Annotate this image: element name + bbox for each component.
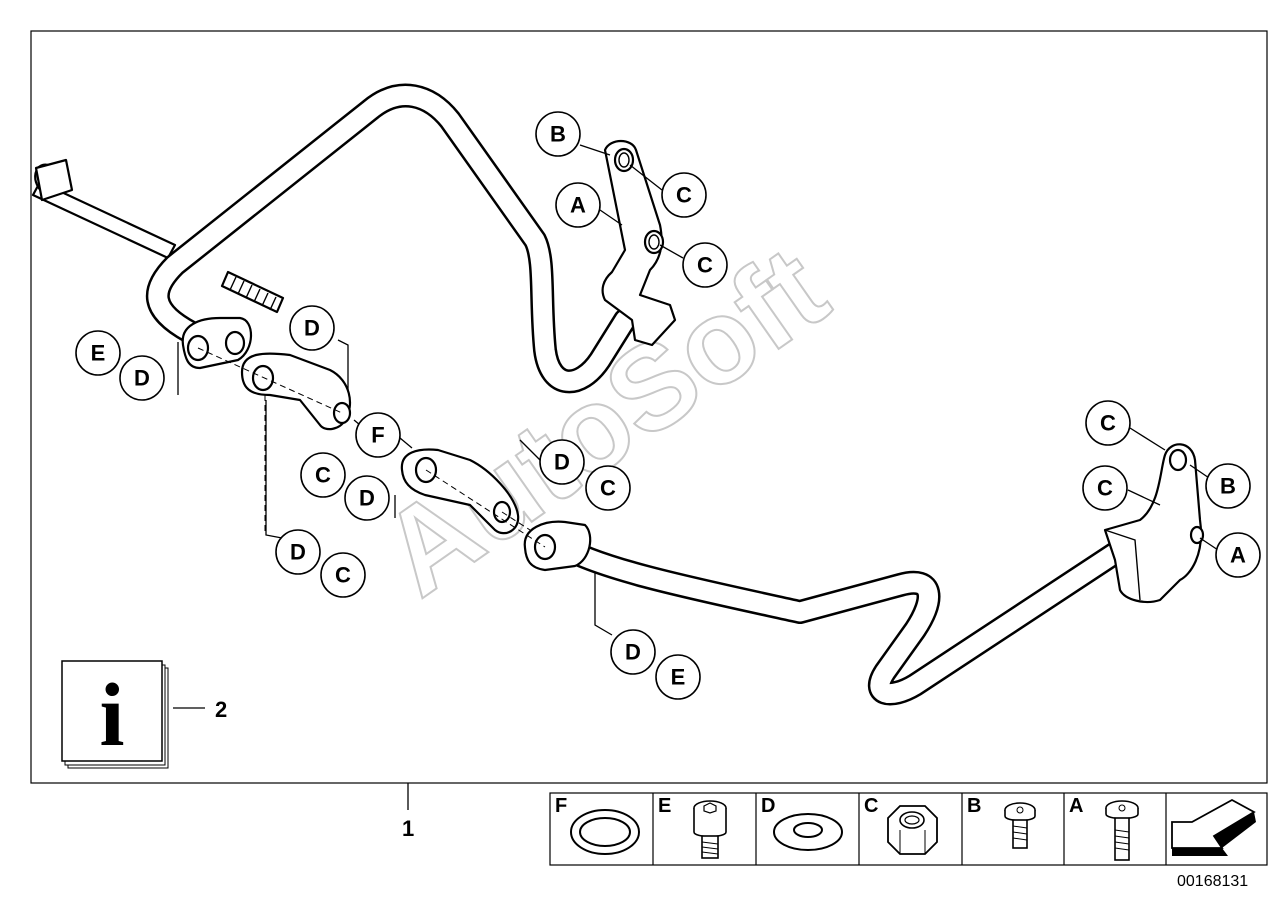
callout-c-mid-right: C	[585, 465, 631, 511]
part-number-info: 2	[215, 697, 227, 722]
callout-e-lower: E	[655, 654, 701, 700]
svg-text:i: i	[99, 666, 124, 765]
callout-c-right-mid: C	[1082, 465, 1128, 511]
svg-text:C: C	[1100, 411, 1116, 436]
legend-cell-c: C	[864, 795, 938, 855]
svg-text:D: D	[304, 316, 320, 341]
svg-text:E: E	[91, 341, 106, 366]
callout-b-right: B	[1205, 463, 1251, 509]
callout-c-upper-2: C	[682, 242, 728, 288]
svg-text:B: B	[1220, 474, 1236, 499]
upper-tube-guard	[145, 83, 637, 394]
callout-c-lower-left: C	[320, 552, 366, 598]
legend-cell-f: F	[555, 795, 640, 855]
svg-text:C: C	[1097, 476, 1113, 501]
svg-text:D: D	[134, 366, 150, 391]
diagram-frame	[30, 30, 1268, 784]
svg-text:D: D	[290, 540, 306, 565]
svg-text:C: C	[335, 563, 351, 588]
svg-text:D: D	[554, 450, 570, 475]
callout-d-mid-left: D	[344, 475, 390, 521]
legend-cell-e: E	[658, 795, 727, 859]
long-rod	[31, 158, 177, 260]
callout-c-mid-left: C	[300, 452, 346, 498]
legend-cell-a: A	[1069, 795, 1139, 861]
assembly-lines	[197, 347, 546, 548]
callout-e-left: E	[75, 330, 121, 376]
callout-c-upper-1: C	[661, 172, 707, 218]
svg-text:E: E	[658, 795, 671, 817]
callout-d-left: D	[119, 355, 165, 401]
info-booklet-icon[interactable]: i	[61, 660, 169, 769]
hardware-legend: F E D C	[549, 792, 1268, 866]
lower-tube-guard	[523, 520, 1132, 706]
svg-text:D: D	[625, 640, 641, 665]
svg-text:D: D	[761, 795, 775, 817]
svg-text:C: C	[676, 183, 692, 208]
callout-d-left-top: D	[289, 305, 335, 351]
callout-d-lower: D	[610, 629, 656, 675]
callout-b-upper: B	[535, 111, 581, 157]
leader-lines	[173, 144, 1219, 810]
svg-text:B: B	[550, 122, 566, 147]
callout-d-lower-left: D	[275, 529, 321, 575]
svg-text:B: B	[967, 795, 981, 817]
legend-cell-d: D	[761, 795, 843, 851]
threaded-stud	[220, 270, 285, 314]
middle-connecting-bracket	[400, 448, 520, 535]
callout-a-right: A	[1215, 532, 1261, 578]
svg-text:C: C	[697, 253, 713, 278]
svg-text:A: A	[1069, 795, 1083, 817]
svg-text:A: A	[570, 193, 586, 218]
arrow-icon[interactable]	[1171, 798, 1256, 856]
svg-text:E: E	[671, 665, 686, 690]
legend-cell-b: B	[967, 795, 1036, 849]
svg-text:F: F	[371, 423, 384, 448]
part-number-main: 1	[402, 816, 414, 841]
svg-text:C: C	[864, 795, 878, 817]
left-flange-plate	[181, 316, 253, 370]
svg-text:D: D	[359, 486, 375, 511]
svg-text:F: F	[555, 795, 567, 817]
doc-number: 00168131	[1177, 873, 1248, 890]
svg-text:C: C	[600, 476, 616, 501]
lower-bracket	[1103, 443, 1205, 604]
callout-a-upper: A	[555, 182, 601, 228]
callout-d-mid: D	[539, 439, 585, 485]
svg-text:C: C	[315, 463, 331, 488]
callout-f: F	[355, 412, 401, 458]
left-connecting-bracket	[240, 352, 352, 431]
callout-c-right-top: C	[1085, 400, 1131, 446]
upper-bracket	[601, 139, 677, 347]
svg-text:A: A	[1230, 543, 1246, 568]
